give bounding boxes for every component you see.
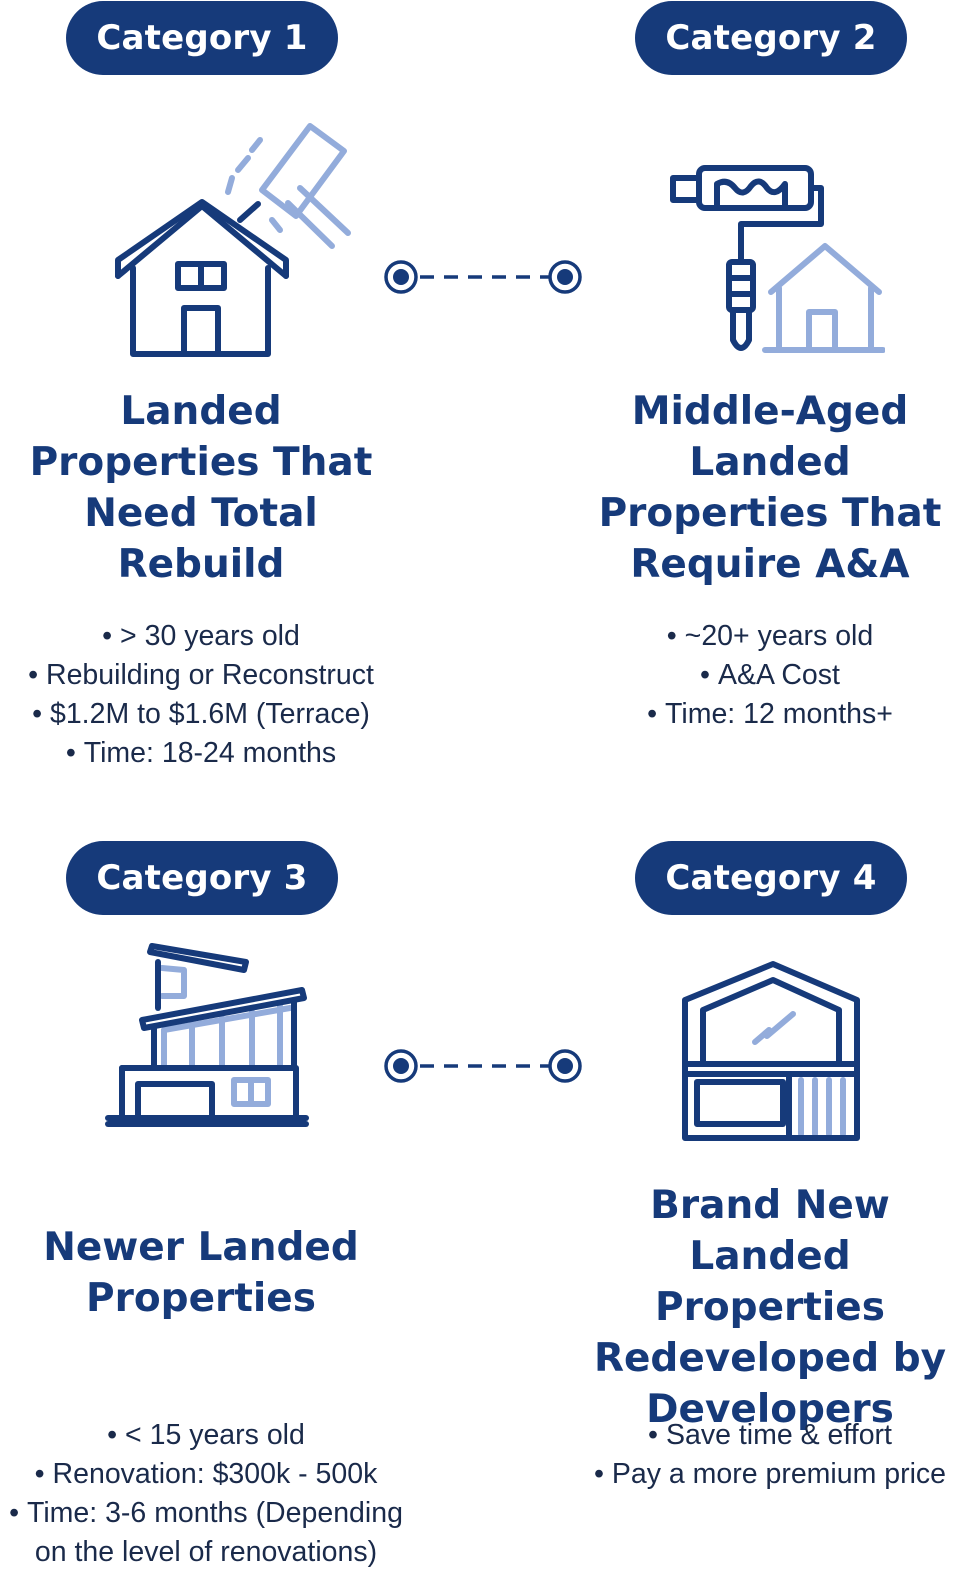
category-4-bullets: Save time & effort Pay a more premium pr… [569, 1416, 971, 1494]
connector-top [384, 260, 582, 294]
category-1-badge: Category 1 [66, 1, 338, 75]
category-1-label: Category 1 [96, 18, 308, 58]
new-house-icon [682, 961, 860, 1141]
category-1-bullets: > 30 years old Rebuilding or Reconstruct… [0, 617, 402, 773]
connector-bottom [384, 1049, 582, 1083]
category-3-title: Newer Landed Properties [43, 1225, 359, 1321]
category-3-badge: Category 3 [66, 841, 338, 915]
category-4-label: Category 4 [665, 858, 877, 898]
category-1-title: Landed Properties That Need Total Rebuil… [29, 389, 373, 587]
category-3-bullets: < 15 years old Renovation: $300k - 500k … [0, 1416, 412, 1572]
paint-roller-house-icon [670, 165, 885, 353]
category-4-badge: Category 4 [635, 841, 907, 915]
category-4-title: Brand New Landed Properties Redeveloped … [593, 1183, 947, 1432]
category-2-title: Middle-Aged Landed Properties That Requi… [598, 389, 942, 587]
category-2-badge: Category 2 [635, 1, 907, 75]
modern-house-icon [105, 943, 309, 1127]
category-2-bullets: ~20+ years old A&A Cost Time: 12 months+ [569, 617, 971, 734]
category-2-label: Category 2 [665, 18, 877, 58]
category-3-label: Category 3 [96, 858, 308, 898]
house-with-hammer-icon [115, 123, 351, 357]
